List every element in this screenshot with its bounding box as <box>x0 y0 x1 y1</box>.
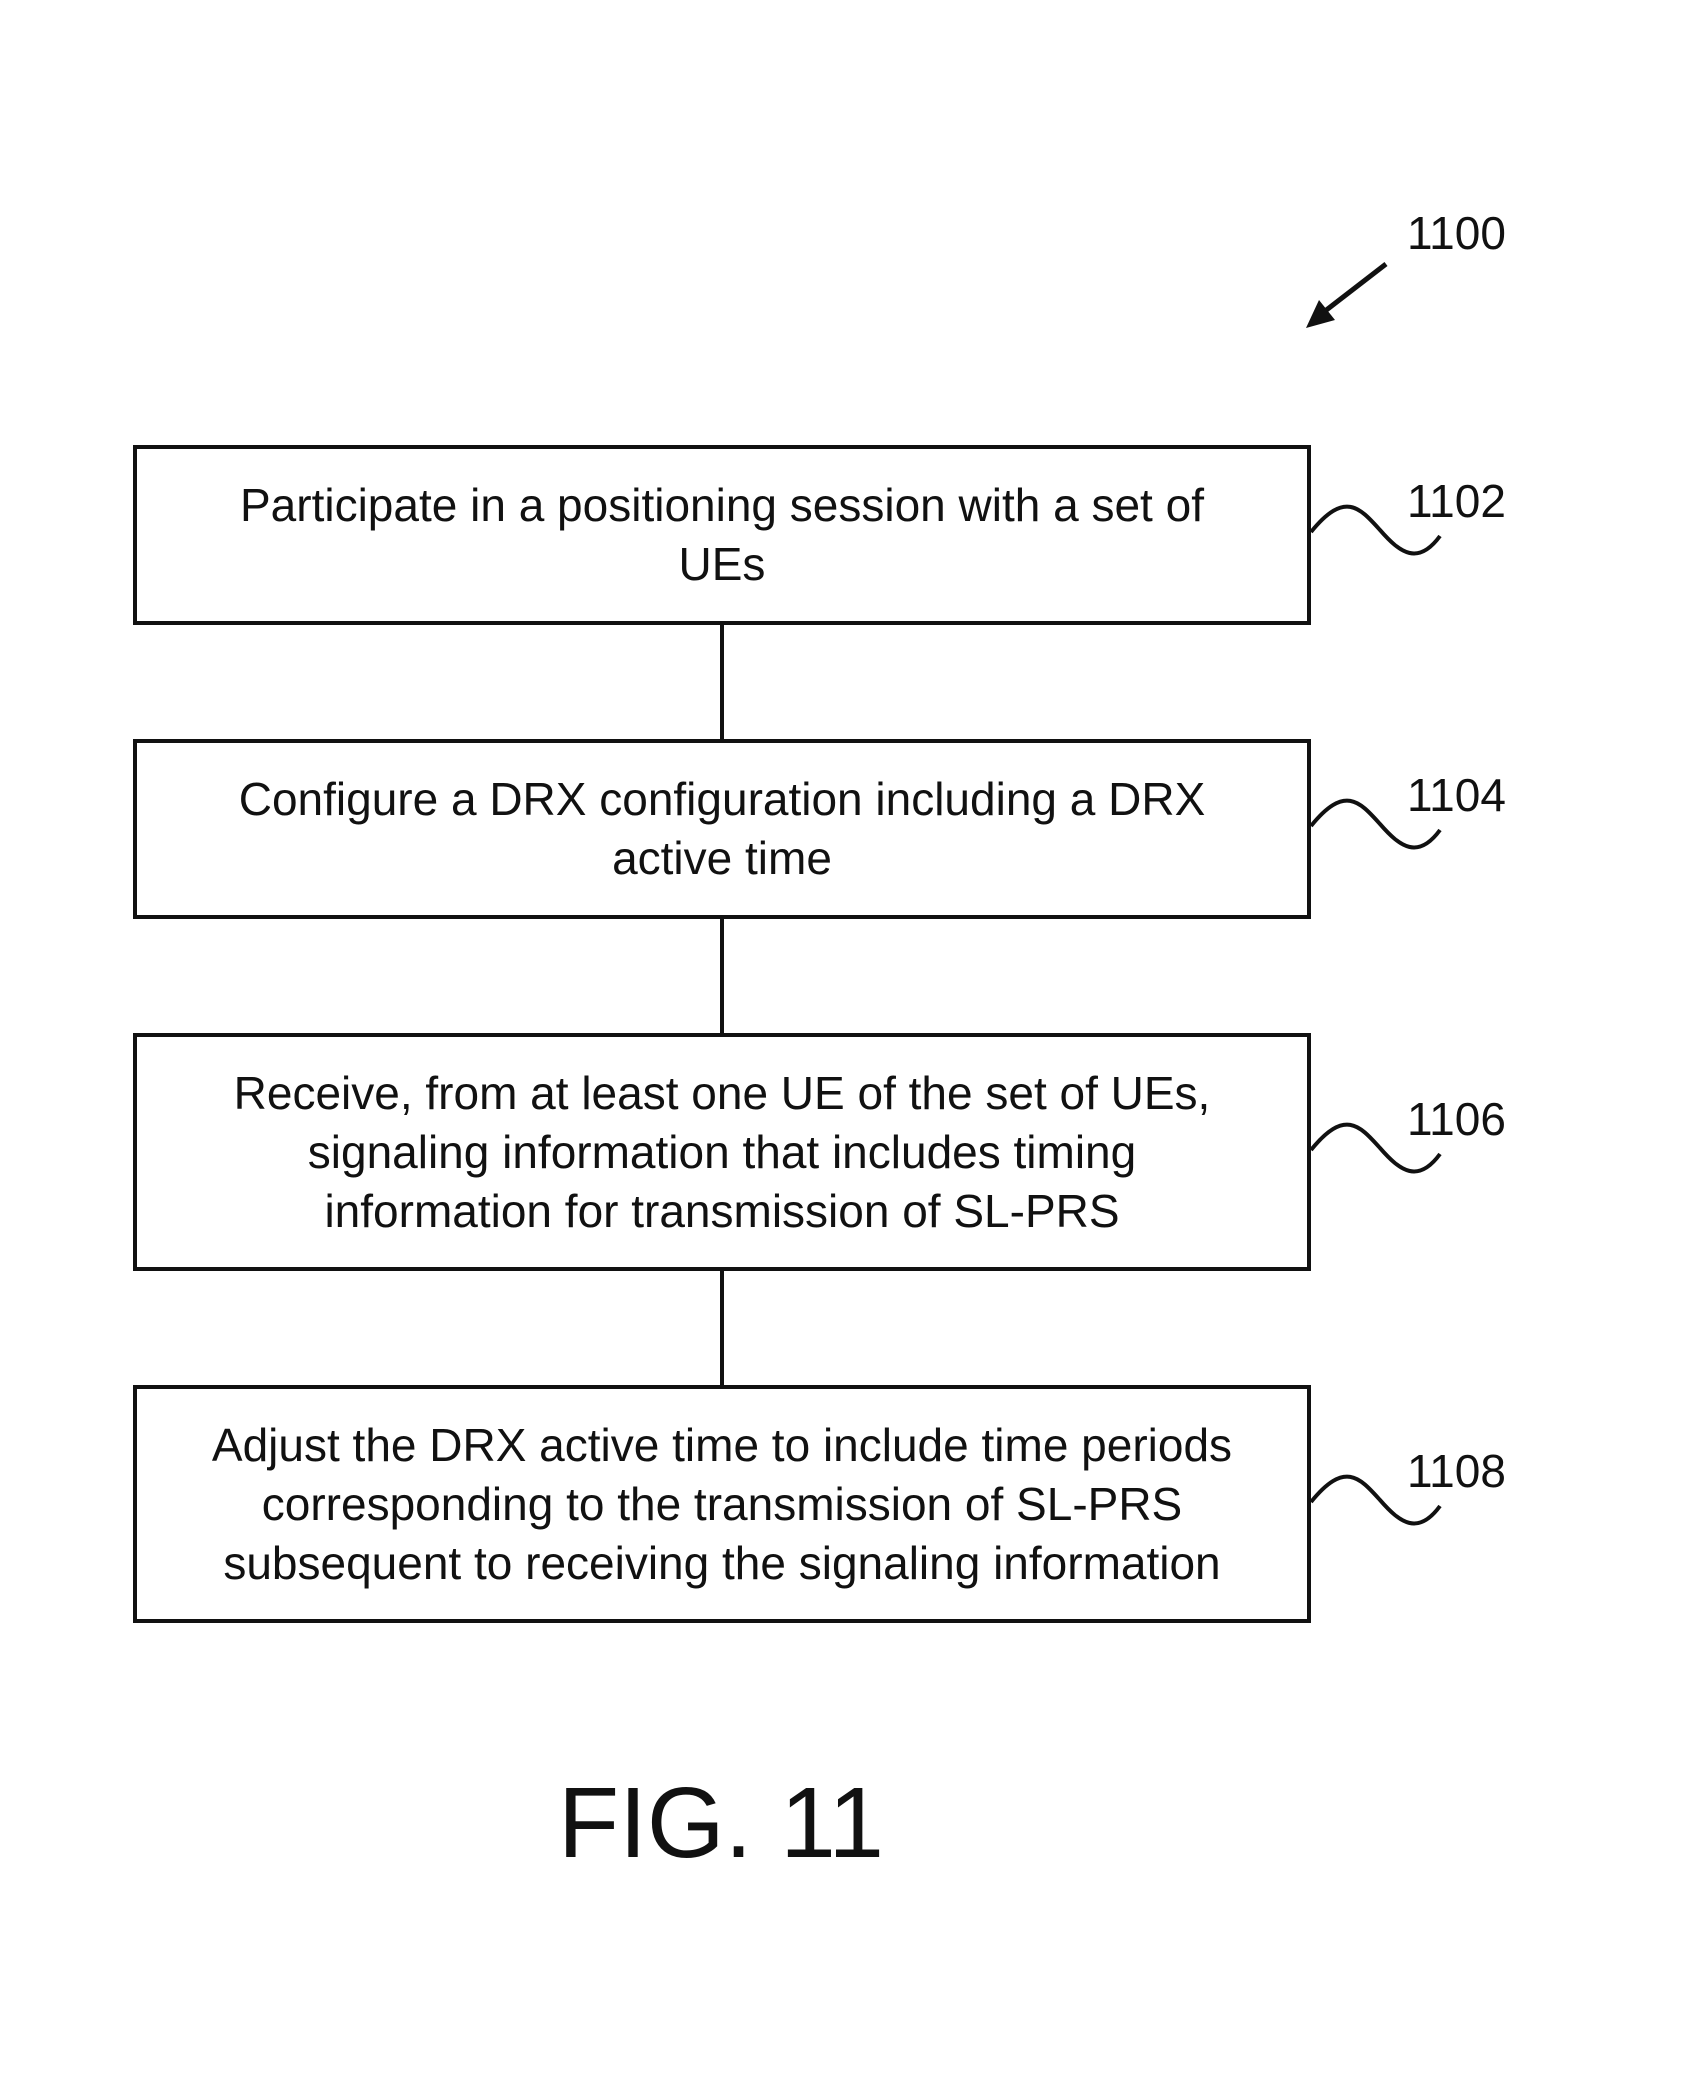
step-ref-1106: 1106 <box>1407 1093 1506 1145</box>
leader-squiggle-1104 <box>1309 798 1442 850</box>
step-text-1102: Participate in a positioning session wit… <box>240 479 1204 590</box>
step-text-1108: Adjust the DRX active time to include ti… <box>211 1418 1233 1589</box>
figure-caption: FIG. 11 <box>557 1767 885 1879</box>
step-box-1106: Receive, from at least one UE of the set… <box>133 1033 1311 1271</box>
step-ref-1104: 1104 <box>1407 769 1506 821</box>
step-box-1104: Configure a DRX configuration including … <box>133 739 1311 919</box>
leader-squiggle-1108 <box>1309 1474 1442 1526</box>
step-box-1108: Adjust the DRX active time to include ti… <box>133 1385 1311 1623</box>
leader-squiggle-1106 <box>1309 1122 1442 1174</box>
leader-squiggle-1102 <box>1309 504 1442 556</box>
figure-ref-label: 1100 <box>1407 207 1506 259</box>
step-text-1104: Configure a DRX configuration including … <box>238 773 1206 884</box>
step-box-1102: Participate in a positioning session wit… <box>133 445 1311 625</box>
figure-ref-arrow <box>1306 262 1388 328</box>
step-text-1106: Receive, from at least one UE of the set… <box>233 1066 1211 1237</box>
step-ref-1108: 1108 <box>1407 1445 1506 1497</box>
step-ref-1102: 1102 <box>1407 475 1506 527</box>
